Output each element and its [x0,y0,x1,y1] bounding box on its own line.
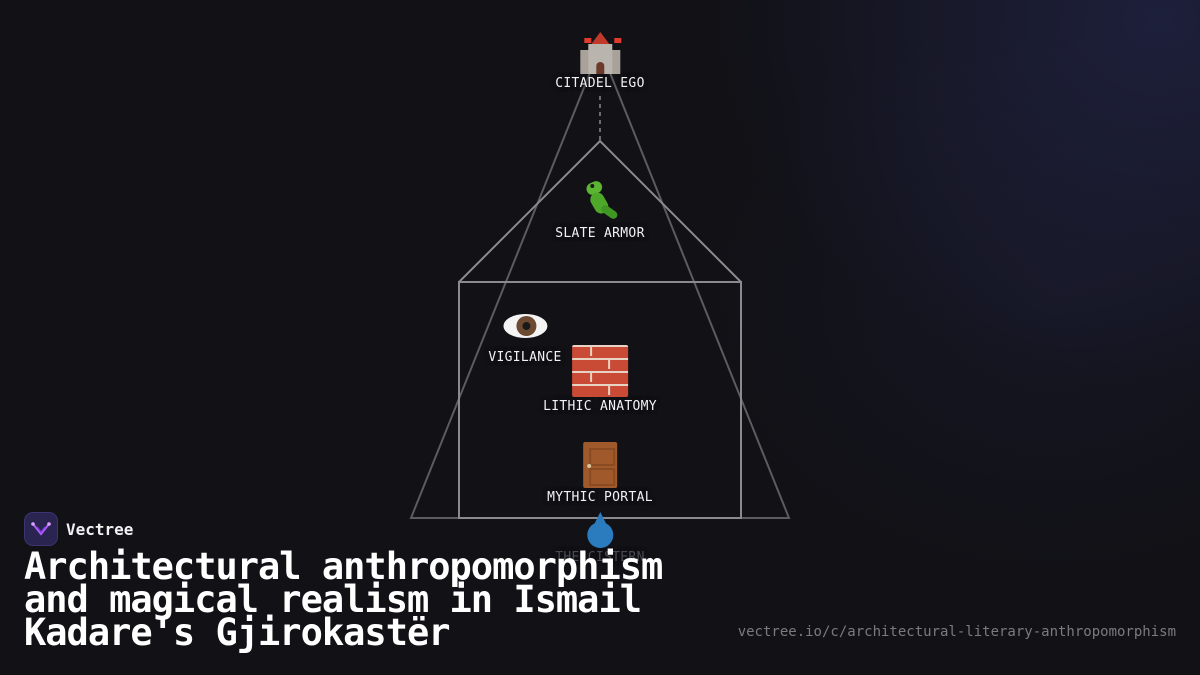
headline: Architectural anthropomorphism and magic… [24,545,663,654]
brand-name: Vectree [66,519,134,539]
node-label: VIGILANCE [488,350,562,365]
node-vigilance: VIGILANCE [488,302,561,365]
source-url: vectree.io/c/architectural-literary-anth… [737,624,1176,640]
brand: Vectree [24,512,133,546]
node-label: MYTHIC PORTAL [547,490,653,505]
node-label: THE CISTERN [555,550,645,565]
node-label: CITADEL EGO [555,76,645,91]
node-slate-armor: SLATE ARMOR [555,178,644,241]
node-citadel-ego: CITADEL EGO [555,28,644,91]
eye-icon [502,302,548,348]
brick-icon [572,345,628,397]
node-label: LITHIC ANATOMY [543,399,657,414]
castle-icon [578,30,622,74]
node-label: SLATE ARMOR [555,226,645,241]
vectree-logo-icon [24,512,58,546]
node-lithic-anatomy: LITHIC ANATOMY [543,345,657,414]
house-roof [458,139,742,283]
lizard-icon [578,178,622,224]
water-drop-icon [585,512,615,556]
door-icon [583,442,617,488]
node-the-cistern: THE CISTERN [555,512,644,565]
node-mythic-portal: MYTHIC PORTAL [547,442,653,505]
